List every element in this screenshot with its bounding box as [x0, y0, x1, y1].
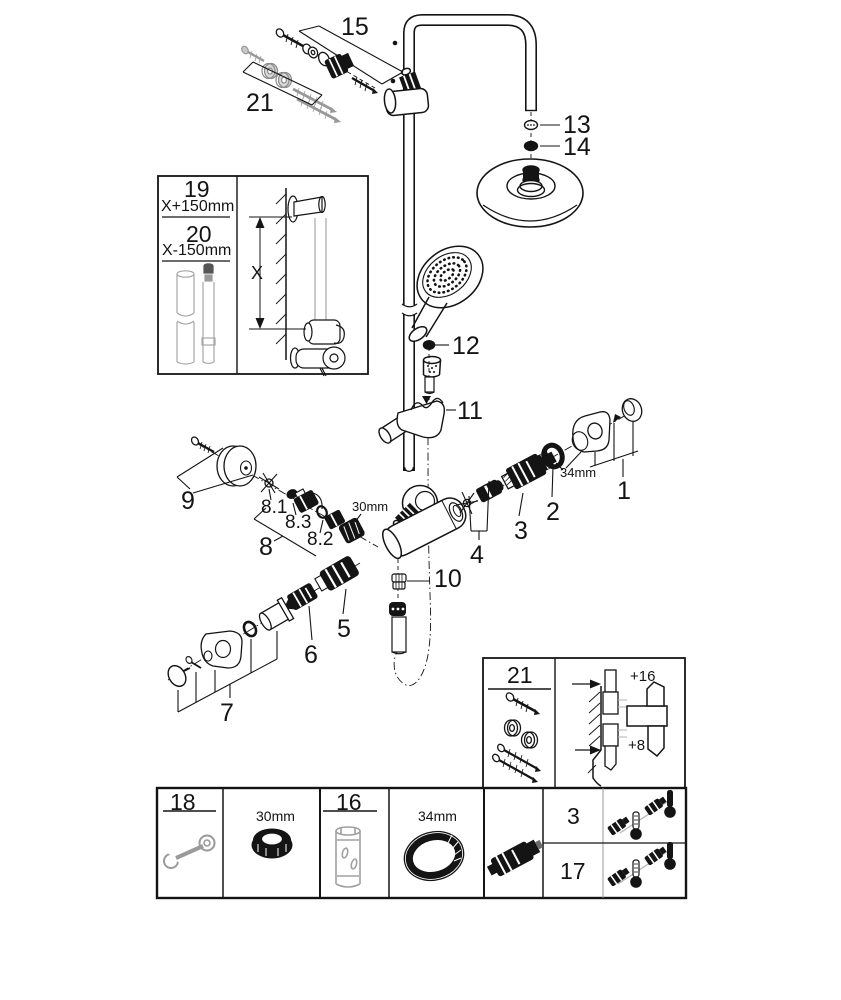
callout-part4: 4 — [470, 541, 484, 569]
table-size-30mm: 30mm — [256, 808, 295, 824]
inset-part19-formula: X+150mm — [161, 198, 235, 215]
inset-offset-bottom: +8 — [628, 737, 646, 754]
screw-thermometer-row17-icon — [607, 842, 676, 888]
ring-34mm-icon — [403, 830, 465, 882]
callout-part3: 3 — [514, 517, 528, 545]
coupling-icon — [486, 839, 544, 877]
callout-part13: 13 — [563, 111, 591, 139]
temperature-handle-parts — [176, 436, 365, 557]
socket-tool-16-icon — [335, 826, 361, 888]
callout-part21-top: 21 — [246, 89, 274, 117]
callout-part9: 9 — [181, 487, 195, 515]
callout-part8-1: 8.1 — [261, 497, 288, 518]
callout-part1: 1 — [617, 477, 631, 505]
callout-size-30mm: 30mm — [352, 499, 389, 514]
table-size-34mm: 34mm — [418, 808, 457, 824]
tools-table-grid — [155, 786, 688, 900]
inset-dimension-x: X — [251, 263, 264, 283]
callout-part5: 5 — [337, 615, 351, 643]
length-inset-box — [157, 175, 369, 375]
table-part16: 16 — [336, 789, 362, 815]
callout-part8: 8 — [259, 533, 273, 561]
inset-part20: 20 — [186, 221, 212, 247]
callout-part10: 10 — [434, 565, 462, 593]
callout-part6: 6 — [304, 641, 318, 669]
hand-shower — [408, 245, 484, 404]
length-inset-content — [176, 188, 346, 377]
wall-screw-set-21 — [241, 45, 341, 123]
callout-part8-2: 8.2 — [307, 529, 334, 550]
table-part18: 18 — [170, 789, 196, 815]
slider-holder — [378, 397, 456, 444]
callout-part7: 7 — [220, 699, 234, 727]
cap-nut-30mm-icon — [251, 828, 293, 859]
callout-part15: 15 — [341, 13, 369, 41]
inset-part21: 21 — [507, 662, 533, 688]
callout-part8-3: 8.3 — [285, 512, 312, 533]
arm-t-union — [383, 67, 430, 117]
callout-part2: 2 — [546, 498, 560, 526]
table-row-part17: 17 — [560, 858, 586, 884]
inset-offset-top: +16 — [630, 668, 656, 685]
table-row-part3: 3 — [567, 803, 580, 829]
diverter-parts — [167, 556, 359, 713]
screw-set-15 — [275, 25, 404, 94]
callout-size-34mm: 34mm — [560, 465, 597, 480]
overhead-shower — [476, 119, 584, 228]
mounting-inset-content — [491, 669, 668, 787]
screw-thermometer-row3-icon — [607, 790, 676, 840]
callout-part12: 12 — [452, 332, 480, 360]
thermostat-body — [381, 484, 467, 655]
inset-part20-formula: X-150mm — [162, 242, 232, 259]
wrench-icon — [163, 834, 216, 869]
inlet-parts-right — [455, 398, 643, 540]
inset-part19: 19 — [184, 176, 210, 202]
callout-part14: 14 — [563, 133, 591, 161]
callout-part11: 11 — [457, 397, 483, 425]
